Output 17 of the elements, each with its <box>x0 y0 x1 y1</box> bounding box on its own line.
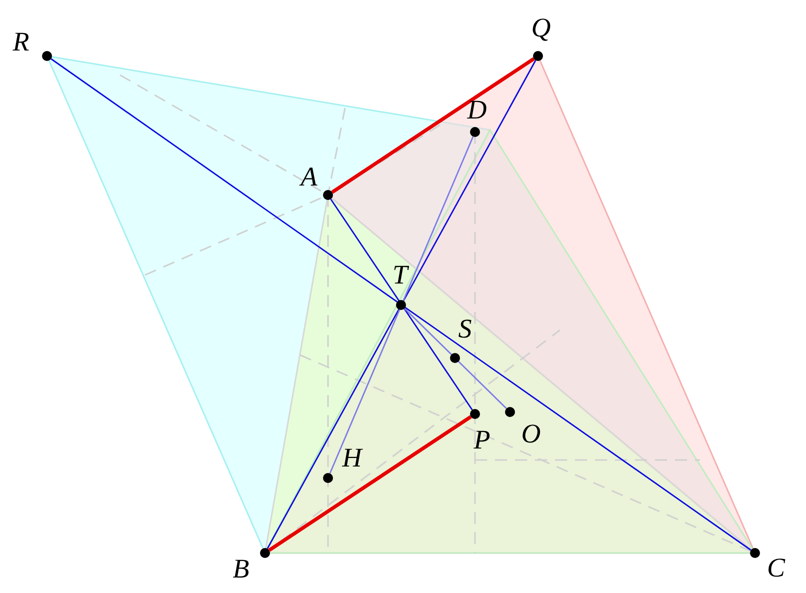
line-segment <box>330 198 473 410</box>
point-label: R <box>12 28 30 56</box>
point-label: C <box>767 554 785 582</box>
point-label: O <box>521 420 541 448</box>
line-segment <box>268 415 472 552</box>
point-label: P <box>474 426 490 454</box>
point-label: D <box>467 96 487 124</box>
point-label: A <box>300 164 318 190</box>
point-label: H <box>342 444 362 472</box>
line-segment <box>331 57 535 194</box>
line-segment <box>329 136 474 474</box>
point-label: T <box>392 262 408 288</box>
point-label: Q <box>531 14 551 42</box>
point-label: S <box>458 316 472 342</box>
line-segment <box>404 308 507 409</box>
point-label: B <box>232 556 250 582</box>
line-segment <box>266 60 536 549</box>
